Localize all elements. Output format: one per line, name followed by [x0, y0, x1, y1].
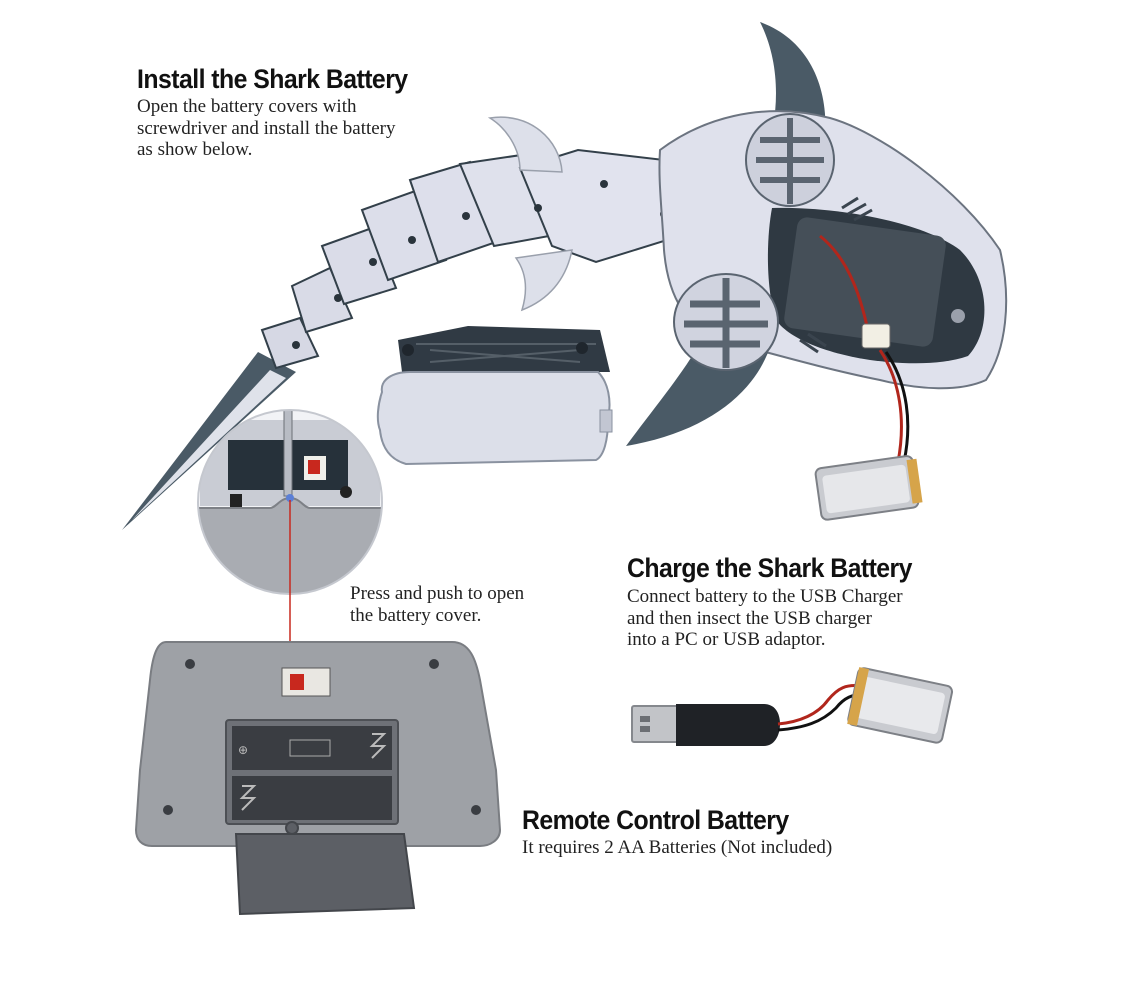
shark-battery-compartment: [767, 207, 985, 364]
shark-lower-fin: [514, 249, 573, 312]
robot-shark-illustration: [122, 22, 1008, 530]
charge-line-1: Connect battery to the USB Charger: [627, 586, 903, 607]
shark-lipo-battery: [814, 455, 923, 521]
charge-line-3: into a PC or USB adaptor.: [627, 629, 826, 650]
install-line-2: screwdriver and install the battery: [137, 117, 396, 139]
charge-shark-battery-heading: Charge the Shark Battery: [627, 553, 912, 583]
usb-charger-illustration: [631, 667, 954, 746]
charge-shark-battery-instructions: Connect battery to the USB Charger and t…: [627, 586, 903, 651]
remote-control-illustration: ⊕: [134, 641, 502, 916]
install-shark-battery-heading: Install the Shark Battery: [137, 64, 408, 94]
remote-line-1: It requires 2 AA Batteries (Not included…: [522, 837, 833, 858]
shark-dorsal-fin: [487, 116, 563, 173]
press-line-2: the battery cover.: [350, 604, 482, 626]
press-line-1: Press and push to open: [350, 583, 525, 604]
battery-cover: [376, 326, 613, 466]
shark-front-grill: [673, 273, 779, 371]
install-shark-battery-instructions: Open the battery covers with screwdriver…: [137, 96, 396, 161]
install-line-3: as show below.: [137, 139, 253, 160]
press-cover-instructions: Press and push to open the battery cover…: [350, 583, 524, 626]
remote-control-battery-note: It requires 2 AA Batteries (Not included…: [522, 837, 832, 859]
charge-line-2: and then insect the USB charger: [627, 607, 872, 629]
install-line-1: Open the battery covers with: [137, 96, 357, 117]
remote-control-battery-heading: Remote Control Battery: [522, 805, 789, 835]
shark-tail-segments: [260, 148, 682, 370]
svg-text:⊕: ⊕: [238, 743, 248, 757]
shark-side-grill: [745, 113, 835, 207]
